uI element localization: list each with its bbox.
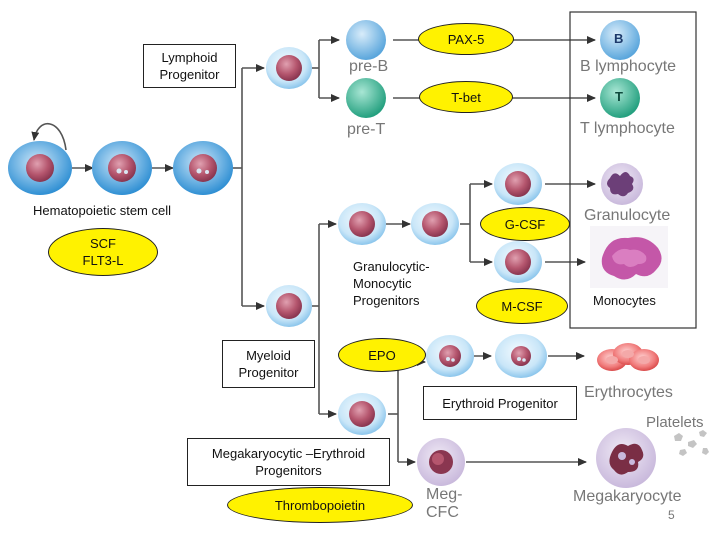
myeloid-line1: Myeloid	[246, 348, 291, 363]
gm-progenitor-cell-1	[338, 203, 386, 245]
granulocyte-label: Granulocyte	[584, 207, 671, 224]
b-cell-letter: B	[614, 31, 624, 46]
b-lymphocyte-label: B lymphocyte	[580, 58, 677, 75]
lymphoid-line2: Progenitor	[159, 67, 220, 82]
mep-cell	[338, 393, 386, 435]
myeloid-progenitor-cell	[266, 285, 312, 327]
mature-cells-frame	[569, 11, 697, 329]
monocyte-micrograph	[590, 226, 668, 288]
granulocyte-precursor-cell	[494, 163, 542, 205]
pax5-factor: PAX-5	[418, 23, 514, 55]
thrombopoietin-factor: Thrombopoietin	[227, 487, 413, 523]
monocytes-label: Monocytes	[593, 293, 656, 308]
hsc-cell-2	[92, 141, 152, 195]
t-cell-letter: T	[615, 89, 623, 104]
gm-progenitors-label: Granulocytic- Monocytic Progenitors	[353, 258, 430, 309]
lymphoid-line1: Lymphoid	[161, 50, 218, 65]
hsc-cell-1	[8, 141, 72, 195]
myeloid-line2: Progenitor	[238, 365, 299, 380]
mep-line1: Megakaryocytic –Erythroid	[211, 446, 366, 461]
mcsf-factor: M-CSF	[476, 288, 568, 324]
epo-factor: EPO	[338, 338, 426, 372]
meg-cfc-cell	[417, 438, 465, 486]
mep-label: Megakaryocytic –Erythroid Progenitors	[187, 438, 390, 486]
gm-line1: Granulocytic-	[353, 259, 430, 274]
erythroid-progenitor-cell-2	[495, 334, 547, 378]
pre-b-label: pre-B	[349, 58, 389, 75]
gm-line2: Monocytic	[353, 276, 412, 291]
b-lymphocyte-cell	[600, 20, 640, 60]
hsc-label: Hematopoietic stem cell	[33, 203, 171, 218]
megakaryocyte-label: Megakaryocyte	[573, 488, 682, 505]
erythroid-progenitor-cell-1	[426, 335, 474, 377]
granulocyte-cell	[601, 163, 643, 205]
hsc-self-renewal-arrow	[31, 122, 67, 151]
gm-line3: Progenitors	[353, 293, 420, 308]
erythroid-progenitor-label: Erythroid Progenitor	[423, 386, 577, 420]
t-lymphocyte-label: T lymphocyte	[580, 120, 675, 137]
pre-t-label: pre-T	[347, 121, 386, 138]
gcsf-factor: G-CSF	[480, 207, 570, 241]
monocyte-precursor-cell	[494, 241, 542, 283]
tbet-factor: T-bet	[419, 81, 513, 113]
meg-cfc-label: Meg- CFC	[426, 486, 462, 522]
megakaryocyte-cell	[596, 428, 656, 488]
platelets-label: Platelets	[646, 414, 704, 431]
gm-progenitor-cell-2	[411, 203, 459, 245]
preb-cell	[346, 20, 386, 60]
scf-line1: SCF	[90, 236, 116, 251]
platelets	[674, 430, 709, 456]
page-number: 5	[668, 508, 675, 522]
scf-flt3l-factor: SCF FLT3-L	[48, 228, 158, 276]
hsc-cell-3	[173, 141, 233, 195]
lymphoid-progenitor-cell	[266, 47, 312, 89]
t-lymphocyte-cell	[600, 78, 640, 118]
myeloid-progenitor-label: Myeloid Progenitor	[222, 340, 315, 388]
meg-cfc-line1: Meg-	[426, 486, 463, 503]
erythrocytes-cluster	[597, 343, 659, 371]
scf-line2: FLT3-L	[82, 253, 124, 268]
mep-line2: Progenitors	[255, 463, 322, 478]
lymphoid-progenitor-label: Lymphoid Progenitor	[143, 44, 236, 88]
pret-cell	[346, 78, 386, 118]
erythrocytes-label: Erythrocytes	[584, 384, 673, 401]
meg-cfc-line2: CFC	[426, 504, 459, 521]
